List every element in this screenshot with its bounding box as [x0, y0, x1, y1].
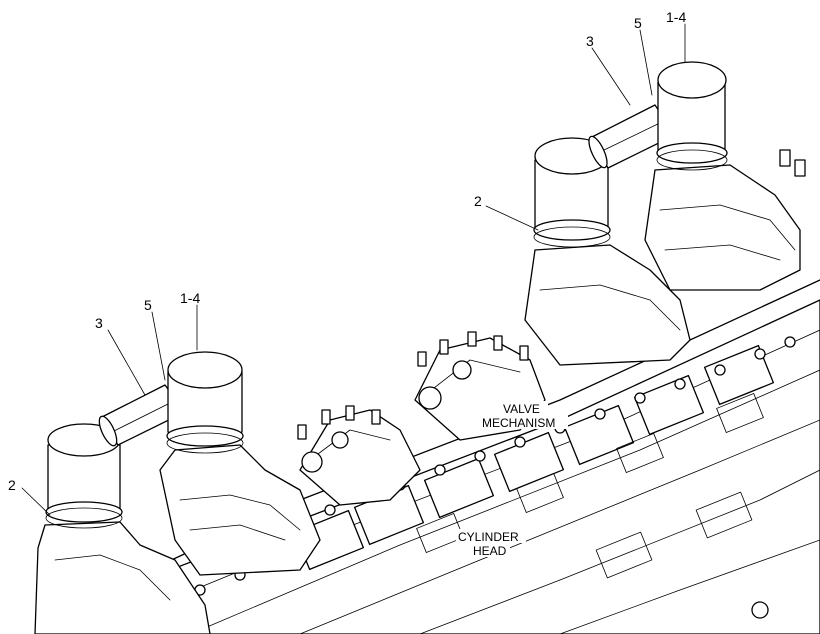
- callout-right-1-4: 1-4: [666, 9, 686, 25]
- left-cap-2: [45, 423, 123, 529]
- callout-right-2: 2: [474, 193, 482, 209]
- left-cap-1-4: [166, 351, 244, 454]
- label-head: HEAD: [473, 544, 507, 558]
- callout-left-1-4: 1-4: [180, 290, 200, 306]
- callouts: 2 3 5 1-4 2 3 5 1-4: [8, 9, 686, 493]
- left-inlet-assembly: [34, 351, 321, 634]
- callout-left-5: 5: [144, 297, 152, 313]
- callout-right-3: 3: [586, 33, 594, 49]
- callout-left-3: 3: [95, 315, 103, 331]
- left-tube-3: [98, 384, 186, 447]
- right-inlet-assembly: [524, 61, 801, 366]
- section-labels: VALVE MECHANISM CYLINDER HEAD: [456, 401, 568, 558]
- right-cap-1-4: [656, 61, 728, 171]
- callout-left-2: 2: [8, 477, 16, 493]
- callout-right-5: 5: [634, 15, 642, 31]
- leader-lines: [21, 23, 686, 516]
- label-mechanism: MECHANISM: [482, 416, 555, 430]
- label-cylinder: CYLINDER: [458, 530, 519, 544]
- label-valve: VALVE: [503, 402, 540, 416]
